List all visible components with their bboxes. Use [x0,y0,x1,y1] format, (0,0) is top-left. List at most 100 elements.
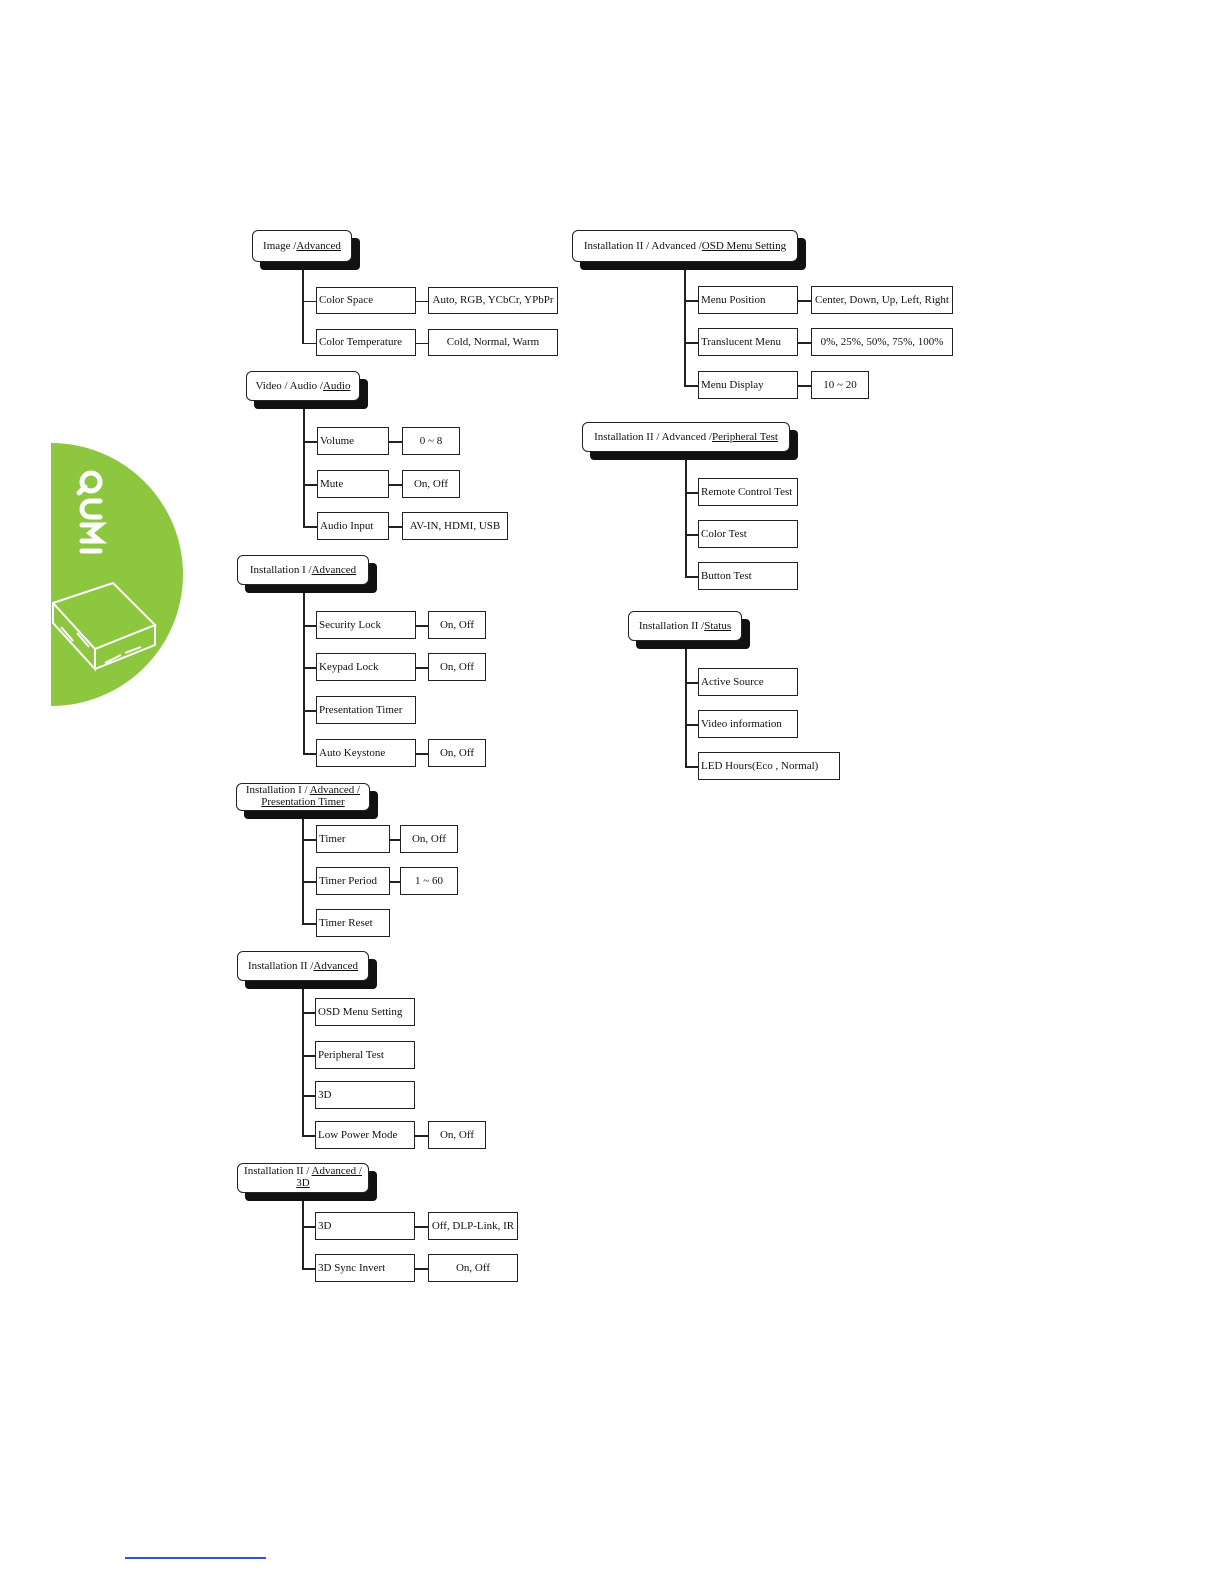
brand-green-semicircle [51,443,183,706]
menu-header-title-link: Audio [322,379,351,392]
menu-header-title: Installation II / Advanced /3D [237,1163,369,1193]
menu-item-options: 10 ~ 20 [811,371,869,399]
menu-branch-connector [303,484,317,486]
menu-item-installation-ii-osd: Translucent Menu [698,328,798,356]
menu-header-title: Installation I / Advanced /Presentation … [236,783,370,811]
menu-header-title-plain: Video / Audio / [255,379,323,392]
menu-header-title-line2: 3D [296,1177,310,1189]
menu-item-installation-ii-advanced: Peripheral Test [315,1041,415,1069]
menu-value-connector [389,526,402,528]
menu-header-title-plain: Installation II / [638,619,705,632]
menu-branch-connector [303,441,317,443]
menu-header-installation-ii-3d: Installation II / Advanced /3D [237,1163,377,1201]
menu-item-installation-ii-osd: Menu Position [698,286,798,314]
menu-item-installation-i-advanced: Security Lock [316,611,416,639]
menu-value-connector [389,484,402,486]
menu-value-connector [390,839,400,841]
menu-item-installation-ii-3d: 3D [315,1212,415,1240]
menu-item-installation-ii-status: Active Source [698,668,798,696]
menu-item-installation-ii-3d: 3D Sync Invert [315,1254,415,1282]
menu-branch-connector [303,753,316,755]
menu-branch-connector [303,710,316,712]
menu-branch-connector [302,881,316,883]
menu-item-options: Cold, Normal, Warm [428,329,558,356]
menu-tree-trunk [302,819,304,923]
menu-item-installation-ii-peripheral: Color Test [698,520,798,548]
menu-item-options: Off, DLP-Link, IR [428,1212,518,1240]
menu-value-connector [415,1268,428,1270]
menu-header-installation-ii-osd: Installation II / Advanced / OSD Menu Se… [572,230,806,270]
menu-branch-connector [302,839,316,841]
menu-header-title: Installation II / Advanced [237,951,369,981]
menu-tree-trunk [684,270,686,385]
menu-item-options: On, Off [428,1121,486,1149]
menu-branch-connector [685,534,698,536]
menu-tree-trunk [685,460,687,576]
menu-value-connector [390,881,400,883]
menu-header-title-plain: Image / [263,239,297,252]
menu-item-video-audio-audio: Audio Input [317,512,389,540]
menu-item-options: AV-IN, HDMI, USB [402,512,508,540]
menu-header-title: Installation II / Advanced / Peripheral … [582,422,790,452]
menu-item-video-audio-audio: Mute [317,470,389,498]
menu-value-connector [798,342,811,344]
menu-item-installation-i-advanced: Presentation Timer [316,696,416,724]
menu-branch-connector [303,625,316,627]
menu-branch-connector [302,923,316,925]
menu-branch-connector [302,342,316,344]
menu-branch-connector [685,576,698,578]
menu-header-title-plain: Installation II / [244,1165,312,1178]
menu-item-video-audio-audio: Volume [317,427,389,455]
menu-header-title-link: Advanced [313,959,358,972]
menu-value-connector [798,300,811,302]
menu-branch-connector [302,1095,315,1097]
menu-header-title-link: Advanced / [311,1165,362,1178]
menu-value-connector [416,300,428,302]
menu-branch-connector [685,724,698,726]
menu-item-installation-ii-status: LED Hours(Eco , Normal) [698,752,840,780]
menu-item-image-advanced: Color Space [316,287,416,314]
menu-item-installation-ii-advanced: 3D [315,1081,415,1109]
menu-header-installation-i-advanced: Installation I / Advanced [237,555,377,593]
menu-branch-connector [684,385,698,387]
menu-tree-trunk [302,1201,304,1268]
menu-value-connector [416,753,428,755]
menu-branch-connector [684,300,698,302]
menu-value-connector [389,441,402,443]
menu-header-title-link: Advanced / [309,784,361,797]
menu-item-options: 0%, 25%, 50%, 75%, 100% [811,328,953,356]
menu-header-title-plain: Installation I / [245,784,310,797]
menu-branch-connector [302,1055,315,1057]
menu-item-installation-i-presentation-timer: Timer [316,825,390,853]
menu-header-video-audio-audio: Video / Audio / Audio [246,371,368,409]
menu-tree-trunk [685,649,687,766]
menu-branch-connector [685,492,698,494]
menu-header-installation-ii-advanced: Installation II / Advanced [237,951,377,989]
menu-item-options: Center, Down, Up, Left, Right [811,286,953,314]
menu-branch-connector [303,526,317,528]
menu-item-installation-ii-advanced: OSD Menu Setting [315,998,415,1026]
menu-branch-connector [302,1012,315,1014]
menu-header-title: Installation II / Advanced / OSD Menu Se… [572,230,798,262]
menu-value-connector [415,1226,428,1228]
menu-item-installation-i-presentation-timer: Timer Period [316,867,390,895]
menu-header-image-advanced: Image / Advanced [252,230,360,270]
menu-item-installation-i-advanced: Keypad Lock [316,653,416,681]
menu-item-options: On, Off [428,611,486,639]
menu-item-image-advanced: Color Temperature [316,329,416,356]
menu-item-options: 0 ~ 8 [402,427,460,455]
menu-branch-connector [302,300,316,302]
menu-item-installation-ii-advanced: Low Power Mode [315,1121,415,1149]
menu-branch-connector [685,766,698,768]
menu-header-title-plain: Installation II / [248,959,314,972]
menu-header-title-link: Advanced [296,239,341,252]
menu-item-options: On, Off [428,653,486,681]
qumi-wordmark [76,470,108,554]
menu-item-options: 1 ~ 60 [400,867,458,895]
menu-item-options: On, Off [400,825,458,853]
projector-icon [51,581,157,672]
menu-header-title-link: Advanced [311,563,357,576]
menu-value-connector [416,625,428,627]
menu-header-title-line2: Presentation Timer [261,796,345,808]
